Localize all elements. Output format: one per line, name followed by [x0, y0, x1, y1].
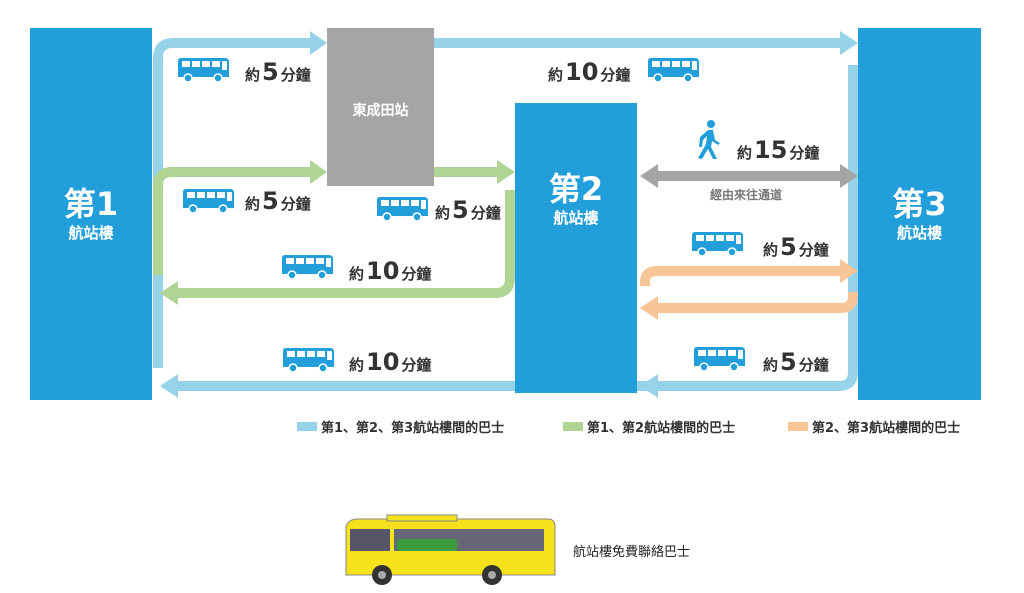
- higashi-narita-station: 東成田站: [327, 28, 434, 186]
- route-t1-station-line: [153, 38, 312, 368]
- shuttle-bus-photo: [345, 514, 556, 585]
- route-time-num: 10: [366, 348, 400, 376]
- route-t3-t2-orange-line: [656, 292, 858, 313]
- arrowhead: [640, 374, 658, 398]
- route-time-suffix: 分鐘: [798, 356, 829, 374]
- legend-item-all: 第1、第2、第3航站樓間的巴士: [297, 417, 504, 436]
- route-time-prefix: 約: [349, 356, 365, 374]
- terminal-1: 第1 航站樓: [30, 28, 152, 400]
- legend-swatch: [297, 422, 317, 431]
- route-time-suffix: 分鐘: [600, 66, 631, 84]
- route-time-prefix: 約: [245, 195, 261, 213]
- bus-icon: [691, 232, 744, 257]
- terminal-number: 第3: [892, 184, 947, 223]
- route-t2-t1-green-line: [176, 190, 515, 298]
- photo-caption: 航站樓免費聯絡巴士: [573, 545, 691, 560]
- terminal-number: 第2: [548, 170, 604, 208]
- legend-swatch: [563, 422, 583, 431]
- bus-icon: [647, 58, 700, 83]
- route-t1-station-green-line: [153, 167, 312, 275]
- route-time-suffix: 分鐘: [280, 66, 311, 84]
- arrowhead: [310, 31, 327, 55]
- route-time-prefix: 約: [435, 204, 451, 222]
- bus-icon: [177, 58, 230, 83]
- route-time-suffix: 分鐘: [280, 195, 311, 213]
- arrowhead: [640, 164, 658, 188]
- terminal-label: 航站樓: [553, 209, 599, 227]
- terminal-3: 第3 航站樓: [858, 28, 981, 400]
- route-time-prefix: 約: [763, 241, 779, 259]
- route-time-suffix: 分鐘: [470, 204, 501, 222]
- route-time-num: 5: [780, 348, 797, 376]
- arrowhead: [840, 259, 858, 283]
- terminal-number: 第1: [63, 184, 119, 223]
- route-time-num: 10: [366, 257, 400, 285]
- legend-item-t1-t2: 第1、第2航站樓間的巴士: [563, 417, 735, 436]
- route-time-num: 5: [780, 233, 797, 261]
- bus-icon: [281, 255, 334, 280]
- arrowhead: [840, 31, 858, 55]
- arrowhead: [160, 281, 178, 305]
- route-time-num: 10: [565, 58, 599, 86]
- bus-icon: [182, 189, 235, 214]
- legend-item-t2-t3: 第2、第3航站樓間的巴士: [788, 417, 960, 436]
- route-time-num: 5: [262, 58, 279, 86]
- terminal-2: 第2 航站樓: [515, 103, 637, 393]
- route-time-prefix: 約: [737, 144, 753, 162]
- route-t3-t1-line: [176, 65, 858, 391]
- route-time-prefix: 約: [763, 356, 779, 374]
- route-time-suffix: 分鐘: [789, 144, 820, 162]
- route-time-num: 5: [452, 196, 469, 224]
- bus-icon: [693, 347, 746, 372]
- route-time-num: 15: [754, 136, 788, 164]
- bus-icon: [282, 348, 335, 373]
- walk-note: 經由來往通道: [710, 188, 783, 202]
- route-time-prefix: 約: [245, 66, 261, 84]
- route-time-prefix: 約: [548, 66, 564, 84]
- arrowhead: [160, 374, 178, 398]
- terminal-label: 航站樓: [68, 223, 114, 242]
- terminal-label: 航站樓: [896, 223, 942, 242]
- route-time-suffix: 分鐘: [401, 265, 432, 283]
- route-time-suffix: 分鐘: [798, 241, 829, 259]
- legend-swatch: [788, 422, 808, 431]
- route-time-prefix: 約: [349, 265, 365, 283]
- arrowhead: [497, 160, 515, 184]
- arrowhead: [640, 296, 658, 320]
- route-time-num: 5: [262, 187, 279, 215]
- arrowhead: [840, 164, 858, 188]
- bus-icon: [376, 197, 429, 222]
- route-t2-t3-orange-line: [640, 266, 842, 286]
- walking-person-icon: [697, 120, 721, 160]
- route-time-suffix: 分鐘: [401, 356, 432, 374]
- arrowhead: [310, 160, 327, 184]
